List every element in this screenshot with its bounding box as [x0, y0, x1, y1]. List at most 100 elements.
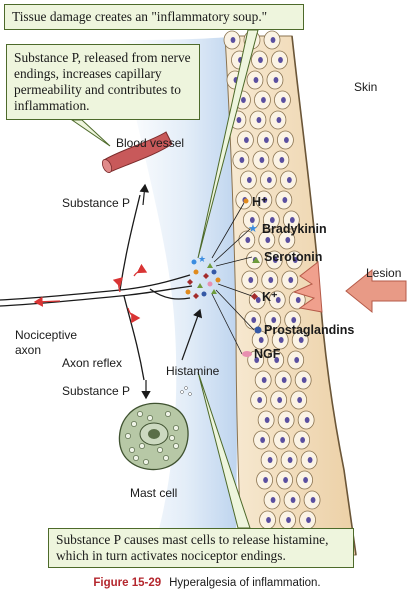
- soup-particle: [185, 289, 191, 295]
- skin-cell-nucleus: [271, 317, 277, 323]
- soup-particle: [207, 263, 213, 268]
- label-blood-vessel: Blood vessel: [116, 136, 185, 150]
- label-histamine: Histamine: [166, 364, 220, 378]
- figure-caption: Figure 15-29 Hyperalgesia of inflammation…: [0, 577, 414, 589]
- skin-cell-nucleus: [245, 237, 251, 243]
- skin-cell-nucleus: [265, 237, 271, 243]
- skin-cell-nucleus: [286, 177, 292, 183]
- soup-particle: [197, 283, 203, 288]
- label-bradykinin: Bradykinin: [262, 222, 327, 236]
- skin-cell-nucleus: [249, 217, 255, 223]
- skin-cell-nucleus: [258, 57, 263, 63]
- lesion-wedge: [292, 261, 323, 313]
- svg-text:★: ★: [248, 222, 258, 235]
- mast-cell-granule: [169, 435, 175, 441]
- skin-cell-nucleus: [288, 277, 294, 283]
- skin-cell-nucleus: [281, 97, 286, 103]
- histamine-arrow: [181, 308, 203, 361]
- mast-cell-granule: [173, 425, 179, 431]
- mast-cell-granule: [125, 433, 131, 439]
- callout-left-pointer: [70, 119, 111, 147]
- substance-p-up-arrow: [139, 183, 150, 206]
- skin-cell-nucleus: [275, 297, 281, 303]
- label-skin: Skin: [354, 80, 378, 94]
- skin-cell-nucleus: [259, 157, 265, 163]
- figure-number: Figure 15-29: [93, 577, 162, 589]
- skin-cell-nucleus: [279, 157, 285, 163]
- skin-cell-nucleus: [261, 97, 266, 103]
- skin-cell-nucleus: [241, 97, 246, 103]
- mast-cell-granule: [137, 411, 143, 417]
- soup-particle: [203, 273, 209, 279]
- axon-reflex-arrows: [33, 263, 148, 324]
- skin-cell-nucleus: [289, 217, 295, 223]
- skin-cell-nucleus: [239, 157, 245, 163]
- skin-cell-nucleus: [248, 277, 254, 283]
- skin-cell-nucleus: [303, 477, 308, 483]
- tissue-region: [120, 36, 240, 560]
- skin-cell-nucleus: [292, 257, 298, 263]
- skin-cell-nucleus: [306, 517, 311, 523]
- skin-cell-nucleus: [266, 177, 272, 183]
- callout-substance-p: Substance P, released from nerve endings…: [6, 44, 200, 120]
- skin-cell-nucleus: [263, 477, 268, 483]
- skin-cell-nucleus: [270, 37, 276, 43]
- soup-particle: [191, 259, 197, 265]
- skin-cell-nucleus: [272, 257, 278, 263]
- skin-cell-nucleus: [277, 397, 283, 403]
- mast-cell-granule: [163, 455, 169, 461]
- inflammatory-soup: ★: [185, 254, 221, 299]
- skin-cell-nucleus: [253, 77, 259, 83]
- callout-tissue-damage: Tissue damage creates an "inflammatory s…: [4, 4, 304, 30]
- lesion-arrow: [345, 268, 407, 314]
- label-mast-cell: Mast cell: [130, 486, 178, 500]
- skin-cell-nucleus: [295, 297, 301, 303]
- skin-cell-nucleus: [286, 517, 291, 523]
- soup-particle: [215, 277, 221, 283]
- skin-cell-nucleus: [246, 177, 252, 183]
- mast-cell-granule: [165, 411, 171, 417]
- mast-cell-shape: [118, 402, 189, 471]
- skin-cell-nucleus: [297, 397, 303, 403]
- blood-vessel-shape: [103, 131, 173, 173]
- skin-cell-nucleus: [268, 277, 274, 283]
- mast-cell-granule: [139, 443, 145, 449]
- callout-top-pointer: [197, 29, 259, 259]
- skin-cell-nucleus: [291, 317, 297, 323]
- skin-cell-nucleus: [278, 57, 283, 63]
- mast-cell-granule: [157, 447, 163, 453]
- mast-cell-granule: [147, 415, 153, 421]
- skin-cell-nucleus: [269, 217, 275, 223]
- mediator-markers: ★: [242, 198, 262, 357]
- skin-cell-nucleus: [280, 437, 286, 443]
- skin-cell-nucleus: [230, 37, 236, 43]
- skin-cell-nucleus: [258, 337, 264, 343]
- mast-cell-granule: [131, 421, 137, 427]
- label-axon: axon: [15, 343, 42, 357]
- skin-cell-nucleus: [266, 517, 271, 523]
- skin-cell-nucleus: [261, 377, 267, 383]
- label-nociceptive: Nociceptive: [15, 328, 78, 342]
- skin-cell-nucleus: [281, 377, 287, 383]
- histamine-granules: [180, 386, 192, 396]
- skin-cell-nucleus: [285, 237, 291, 243]
- soup-particle: [193, 293, 199, 299]
- skin-cell-nucleus: [257, 397, 263, 403]
- skin-cell-nucleus: [264, 417, 270, 423]
- figure-caption-text: Hyperalgesia of inflammation.: [169, 577, 321, 589]
- soup-particle: [187, 279, 193, 285]
- skin-cell-nucleus: [282, 197, 288, 203]
- label-k-plus: K⁺: [262, 290, 278, 304]
- skin-cell-nucleus: [284, 137, 289, 143]
- mast-cell-granule: [173, 443, 179, 449]
- label-substance-p-lower: Substance P: [62, 384, 131, 398]
- label-lesion: Lesion: [366, 266, 402, 280]
- skin-cell-nucleus: [301, 377, 307, 383]
- soup-particle: [201, 291, 207, 297]
- label-ngf: NGF: [254, 347, 281, 361]
- skin-cell-nucleus: [290, 497, 296, 503]
- label-substance-p-upper: Substance P: [62, 196, 131, 210]
- skin-cell-nucleus: [276, 117, 282, 123]
- soup-particle: [207, 281, 213, 287]
